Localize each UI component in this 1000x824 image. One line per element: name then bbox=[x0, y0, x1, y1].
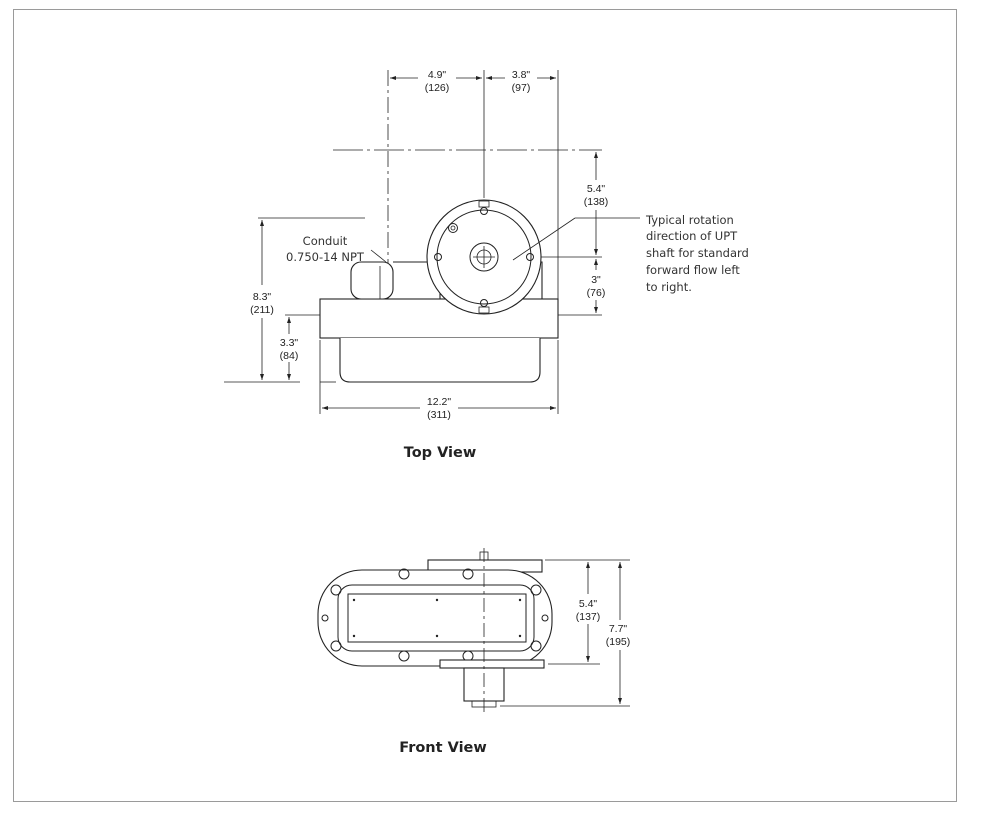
top-view-caption: Top View bbox=[404, 445, 477, 461]
shaft-hub bbox=[469, 242, 499, 272]
conduit-size-label: 0.750-14 NPT bbox=[286, 250, 365, 264]
lower-housing bbox=[339, 338, 541, 383]
dim-right-offset-mm: (97) bbox=[512, 82, 531, 94]
cover-bolt bbox=[330, 640, 342, 652]
cover-bolt bbox=[398, 650, 410, 662]
panel-screw bbox=[352, 634, 356, 638]
boss-hole bbox=[448, 223, 458, 233]
dim-base-height-mm: (84) bbox=[280, 350, 299, 362]
front-view: 5.4" (137) 7.7" (195) Front View bbox=[317, 548, 631, 756]
boss-hole-inner bbox=[450, 225, 456, 231]
arrowhead bbox=[586, 656, 590, 662]
conduit-leader bbox=[370, 249, 387, 263]
rotation-note-line-4: forward flow left bbox=[646, 263, 740, 277]
dim-base-height-in: 3.3" bbox=[280, 337, 299, 349]
panel-screw bbox=[518, 598, 522, 602]
dim-width-mm: (311) bbox=[427, 409, 451, 421]
arrowhead bbox=[594, 249, 598, 255]
cover-bolt bbox=[462, 568, 474, 580]
arrowhead bbox=[322, 406, 328, 410]
panel-screw bbox=[435, 634, 439, 638]
arrowhead bbox=[260, 220, 264, 226]
arrowhead bbox=[287, 317, 291, 323]
dim-front-inner-in: 5.4" bbox=[579, 598, 598, 610]
conduit-label: Conduit bbox=[303, 234, 348, 248]
arrowhead bbox=[486, 76, 492, 80]
cover-bolt bbox=[530, 640, 542, 652]
dim-upper-height-in: 5.4" bbox=[587, 183, 606, 195]
arrowhead bbox=[476, 76, 482, 80]
base-plate bbox=[319, 298, 559, 339]
panel-screw bbox=[518, 634, 522, 638]
arrowhead bbox=[287, 374, 291, 380]
panel-screw bbox=[352, 598, 356, 602]
dim-right-offset-in: 3.8" bbox=[512, 69, 531, 81]
arrowhead bbox=[594, 259, 598, 265]
rotation-note-line-2: direction of UPT bbox=[646, 229, 738, 243]
flange-tab bbox=[478, 306, 490, 314]
dim-width-in: 12.2" bbox=[427, 396, 451, 408]
cover-inner-rim bbox=[337, 584, 535, 652]
dim-upper-height-mm: (138) bbox=[584, 196, 609, 208]
arrowhead bbox=[618, 698, 622, 704]
dim-left-offset-in: 4.9" bbox=[428, 69, 447, 81]
rotation-note-line-3: shaft for standard bbox=[646, 246, 749, 260]
dim-front-overall-mm: (195) bbox=[606, 636, 631, 648]
dim-front-inner-mm: (137) bbox=[576, 611, 601, 623]
arrowhead bbox=[390, 76, 396, 80]
dim-left-offset-mm: (126) bbox=[425, 82, 450, 94]
dim-shaft-height-mm: (76) bbox=[587, 287, 606, 299]
bottom-housing bbox=[439, 659, 545, 669]
cover-plate bbox=[317, 569, 553, 667]
rotation-leader bbox=[512, 217, 576, 261]
flange-tab bbox=[478, 200, 490, 208]
cover-bolt-small bbox=[321, 614, 329, 622]
panel-screw bbox=[435, 598, 439, 602]
rotation-note-line-1: Typical rotation bbox=[645, 213, 734, 227]
cover-panel bbox=[347, 593, 527, 643]
arrowhead bbox=[594, 307, 598, 313]
top-view: 4.9" (126) 3.8" (97) bbox=[224, 69, 749, 461]
flange-inner-ring bbox=[436, 209, 532, 305]
bolt-hole bbox=[480, 299, 488, 307]
arrowhead bbox=[260, 374, 264, 380]
bolt-hole bbox=[526, 253, 534, 261]
rotation-note-line-5: to right. bbox=[646, 280, 692, 294]
arrowhead bbox=[550, 406, 556, 410]
cover-bolt bbox=[530, 584, 542, 596]
dim-overall-height-mm: (211) bbox=[250, 304, 274, 316]
arrowhead bbox=[550, 76, 556, 80]
arrowhead bbox=[594, 152, 598, 158]
conduit-box bbox=[350, 261, 394, 300]
cover-bolt bbox=[398, 568, 410, 580]
cover-bolt-small bbox=[541, 614, 549, 622]
arrowhead bbox=[618, 562, 622, 568]
dim-overall-height-in: 8.3" bbox=[253, 291, 272, 303]
cover-bolt bbox=[330, 584, 342, 596]
arrowhead bbox=[586, 562, 590, 568]
dim-shaft-height-in: 3" bbox=[591, 274, 601, 286]
dim-front-overall-in: 7.7" bbox=[609, 623, 628, 635]
bolt-hole bbox=[434, 253, 442, 261]
bolt-hole bbox=[480, 207, 488, 215]
front-view-caption: Front View bbox=[399, 740, 487, 756]
